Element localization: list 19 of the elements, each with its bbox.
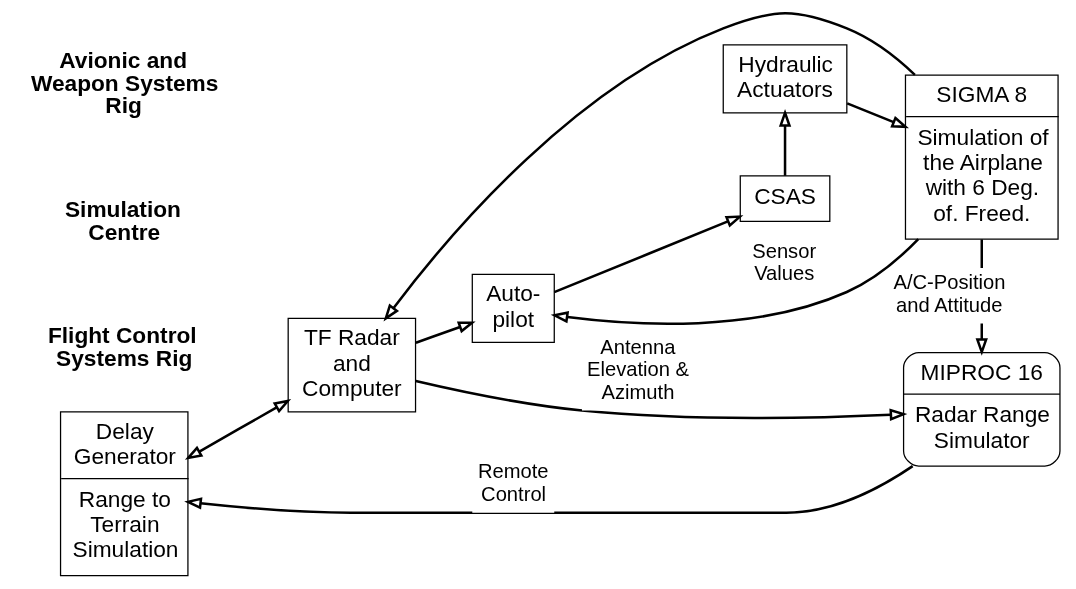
arrow (184, 399, 291, 460)
edge-label: Remote Control (477, 460, 549, 506)
arrow (846, 102, 909, 129)
arrow (415, 379, 907, 421)
arrow (183, 465, 913, 514)
edge-label: A/C-Position and Attitude (892, 271, 1006, 316)
node-box: Hydraulic Actuators (722, 44, 847, 114)
node-box: Auto- pilot (471, 273, 555, 344)
arrow (415, 321, 476, 344)
arrow (553, 215, 743, 294)
label: Simulation Centre (64, 195, 181, 245)
arrow (778, 109, 791, 176)
label: Avionic and Weapon Systems Rig (30, 47, 218, 119)
node-box: CSAS (739, 175, 830, 222)
node-box: TF Radar and Computer (287, 317, 416, 413)
label: Flight Control Systems Rig (47, 321, 197, 371)
edge-label: Sensor Values (751, 239, 816, 285)
arrow (383, 12, 916, 322)
edge-label: Antenna Elevation & Azimuth (586, 335, 689, 403)
